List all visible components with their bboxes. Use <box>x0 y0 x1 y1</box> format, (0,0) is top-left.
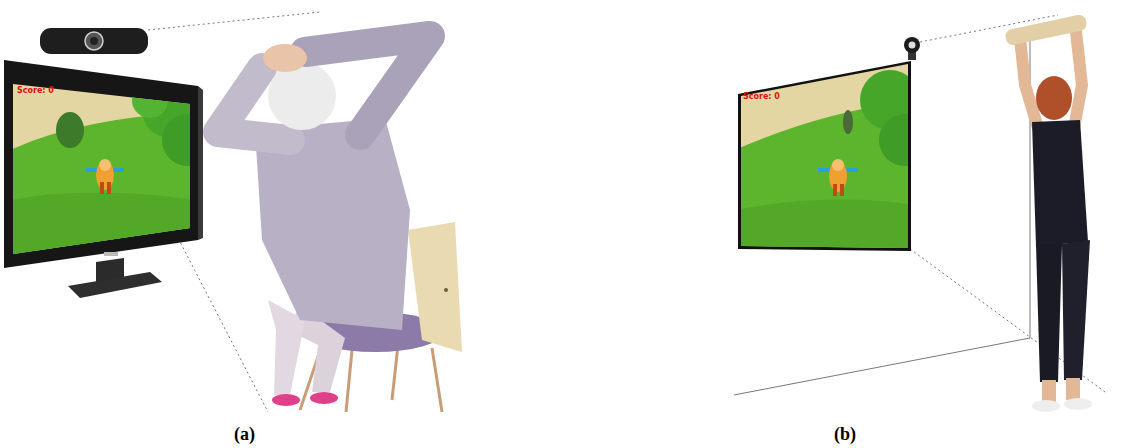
chair-part <box>444 288 448 292</box>
standing-woman-part <box>1004 14 1088 47</box>
standing-woman <box>1004 14 1092 412</box>
score-text: Score: 0 <box>743 92 780 101</box>
webcam-a-part <box>85 32 103 50</box>
sight-lines-b <box>906 15 1105 392</box>
game-screen-a-part <box>96 160 114 190</box>
chair-part-part <box>392 345 398 400</box>
standing-woman-part <box>1020 32 1082 128</box>
game-screen-b-part-part <box>833 184 837 196</box>
webcam-a <box>40 28 148 54</box>
webcam-a-part <box>40 28 148 54</box>
game-screen-a-part <box>100 182 104 194</box>
standing-woman-part <box>1036 76 1072 120</box>
monitor-a-part <box>104 252 118 256</box>
seated-woman <box>218 36 430 406</box>
seated-woman-part <box>272 394 300 406</box>
seated-woman-part <box>310 392 338 404</box>
webcam-b-part <box>904 37 920 53</box>
webcam-a-part <box>90 37 98 45</box>
monitor-a-part <box>68 272 162 298</box>
game-screen-a-part <box>10 193 195 261</box>
game-screen-b-part-part <box>879 114 931 166</box>
seated-woman-part <box>305 36 430 135</box>
game-screen-a-part <box>132 82 168 118</box>
monitor-a <box>4 60 203 298</box>
standing-woman-part <box>1064 398 1092 410</box>
standing-woman-part <box>1032 120 1088 246</box>
game-screen-b-part-part <box>843 110 853 134</box>
game-screen-b-part-part <box>829 160 847 192</box>
standing-woman-part-part <box>1074 32 1082 128</box>
standing-woman-part <box>1036 244 1062 382</box>
webcam-b <box>904 37 920 60</box>
standing-woman-part <box>1042 380 1056 402</box>
monitor-a-part <box>198 86 203 240</box>
monitor-a-part <box>4 60 198 268</box>
panel-label: (b) <box>834 424 856 445</box>
game-screen-b-part-part <box>832 159 844 171</box>
sight-lines-a-part <box>176 234 268 412</box>
seated-woman-part <box>263 44 307 72</box>
game-screen-a-part <box>99 159 111 171</box>
standing-woman-part <box>1066 378 1080 400</box>
game-screen-a-part <box>56 112 84 148</box>
game-screen-b <box>735 58 931 255</box>
game-screen-a <box>10 80 214 260</box>
standing-woman-part-part <box>1020 38 1038 128</box>
chair-part-part <box>432 348 442 412</box>
standing-woman-part <box>1032 400 1060 412</box>
sight-lines-a-part <box>148 12 320 30</box>
chair-part <box>408 222 462 352</box>
game-screen-a-part <box>107 182 111 194</box>
standing-woman-part <box>1062 240 1090 380</box>
game-screen-b-part-part <box>840 184 844 196</box>
seated-woman-part <box>268 62 336 130</box>
chair-part-part <box>346 350 352 412</box>
game-screen-b-part <box>735 58 931 255</box>
score-text: Score: 0 <box>17 86 54 95</box>
game-screen-b-part-part <box>735 200 915 255</box>
wall-part <box>734 338 1030 395</box>
wall <box>734 30 1030 395</box>
panel-label: (a) <box>234 424 255 445</box>
webcam-b-part <box>909 42 916 49</box>
